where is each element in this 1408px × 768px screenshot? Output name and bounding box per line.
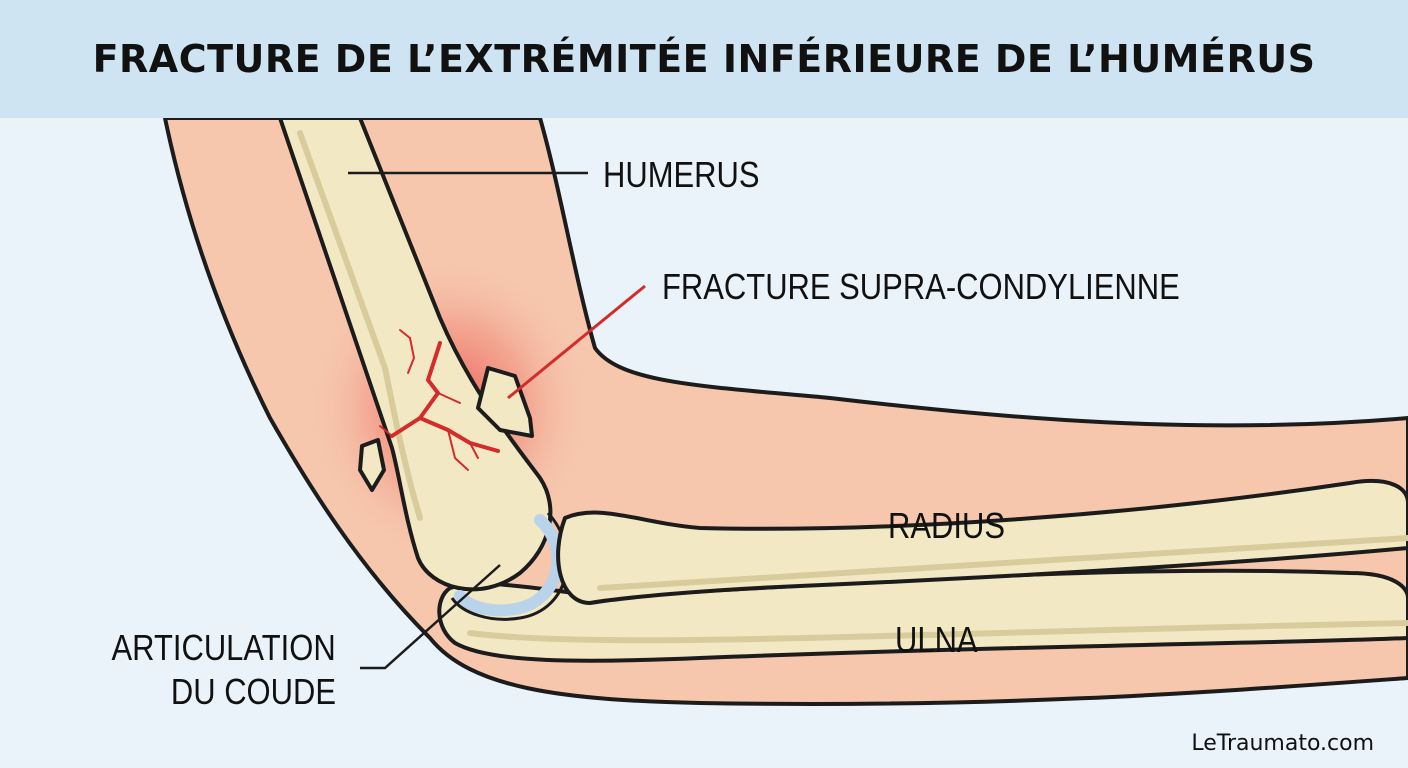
humerus-shading [297,130,423,521]
elbow-illustration [163,118,1408,706]
fracture-leader [507,284,646,400]
watermark: LeTraumato.com [1191,731,1374,756]
articulation-leader [360,564,501,670]
articulation-label-line2: DU COUDE [170,671,336,712]
diagram-canvas: HUMERUS FRACTURE SUPRA-CONDYLIENNE RADIU… [0,118,1408,768]
fracture-label: FRACTURE SUPRA-CONDYLIENNE [662,266,1180,307]
cartilage-ring [454,514,564,617]
radius-shading [597,535,1408,591]
ulna-label: ULNA [895,619,978,660]
radius-label: RADIUS [888,505,1005,546]
articulation-label-line1: ARTICULATION [111,627,336,668]
ulna-shading [467,620,1408,644]
page-title: FRACTURE DE L’EXTRÉMITÉE INFÉRIEURE DE L… [92,37,1316,81]
title-band: FRACTURE DE L’EXTRÉMITÉE INFÉRIEURE DE L… [0,0,1408,118]
bone-fragment-left [358,438,386,492]
radius-bone [556,478,1408,605]
humerus-label: HUMERUS [603,154,760,195]
fracture-cracks [379,329,500,471]
bone-fragment-right [476,366,534,438]
